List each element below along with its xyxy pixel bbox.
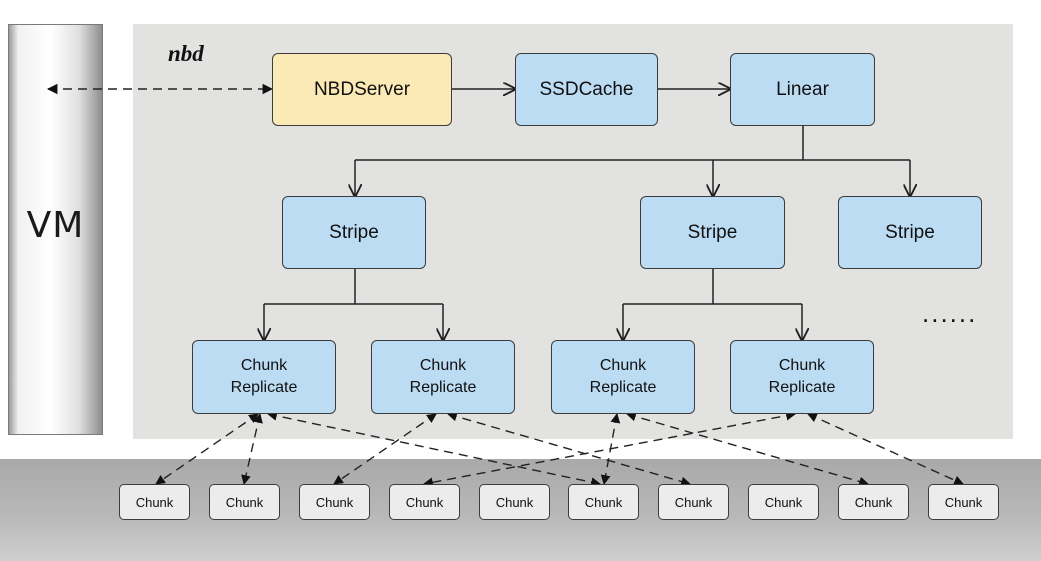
chunk-replicate-line1: Chunk xyxy=(778,357,826,374)
chunk-label: Chunk xyxy=(674,494,713,510)
stripe-label: Stripe xyxy=(885,221,935,243)
stripe-to-replicate-links xyxy=(264,269,802,340)
chunk-label: Chunk xyxy=(854,494,893,510)
linear-label: Linear xyxy=(776,78,829,100)
chunk-replicate-line1: Chunk xyxy=(419,357,467,374)
chunk-box: Chunk xyxy=(209,484,280,520)
chunk-box: Chunk xyxy=(389,484,460,520)
chunk-replicate-line1: Chunk xyxy=(240,357,288,374)
chunk-label: Chunk xyxy=(405,494,444,510)
chunk-box: Chunk xyxy=(748,484,819,520)
stripe-box: Stripe xyxy=(838,196,982,269)
nbdserver-box: NBDServer xyxy=(272,53,452,126)
stripe-label: Stripe xyxy=(687,221,738,243)
chunk-box: Chunk xyxy=(928,484,999,520)
chunk-box: Chunk xyxy=(838,484,909,520)
vm-label: VM xyxy=(26,205,85,246)
replicate-to-chunk-links xyxy=(155,410,964,488)
chunk-replicate-box: Chunk Replicate xyxy=(192,340,336,414)
chunk-replicate-box: Chunk Replicate xyxy=(730,340,874,414)
chunk-replicate-box: Chunk Replicate xyxy=(551,340,695,414)
chunk-box: Chunk xyxy=(299,484,370,520)
chunk-replicate-line2: Replicate xyxy=(409,379,477,396)
chunk-replicate-line2: Replicate xyxy=(230,379,298,396)
chunk-replicate-box: Chunk Replicate xyxy=(371,340,515,414)
stripe-label: Stripe xyxy=(329,221,379,243)
linear-box: Linear xyxy=(730,53,875,126)
ssdcache-label: SSDCache xyxy=(539,78,634,100)
chunk-label: Chunk xyxy=(315,494,354,510)
linear-to-stripes-links xyxy=(355,126,910,196)
chunk-replicate-line1: Chunk xyxy=(599,357,647,374)
chunk-box: Chunk xyxy=(658,484,729,520)
chunk-label: Chunk xyxy=(495,494,534,510)
chunk-label: Chunk xyxy=(764,494,803,510)
stripe-box: Stripe xyxy=(282,196,426,269)
chunk-label: Chunk xyxy=(225,494,264,510)
chunk-label: Chunk xyxy=(944,494,983,510)
chunk-box: Chunk xyxy=(479,484,550,520)
chunk-label: Chunk xyxy=(135,494,174,510)
ssdcache-box: SSDCache xyxy=(515,53,658,126)
chunk-box: Chunk xyxy=(119,484,190,520)
chunk-label: Chunk xyxy=(584,494,623,510)
nbdserver-label: NBDServer xyxy=(313,78,411,100)
chunk-replicate-line2: Replicate xyxy=(768,379,836,396)
chunk-box: Chunk xyxy=(568,484,639,520)
chunk-replicate-line2: Replicate xyxy=(589,379,657,396)
more-stripes-indicator: ...... xyxy=(922,298,978,328)
nbd-protocol-label: nbd xyxy=(168,41,204,66)
stripe-box: Stripe xyxy=(640,196,785,269)
